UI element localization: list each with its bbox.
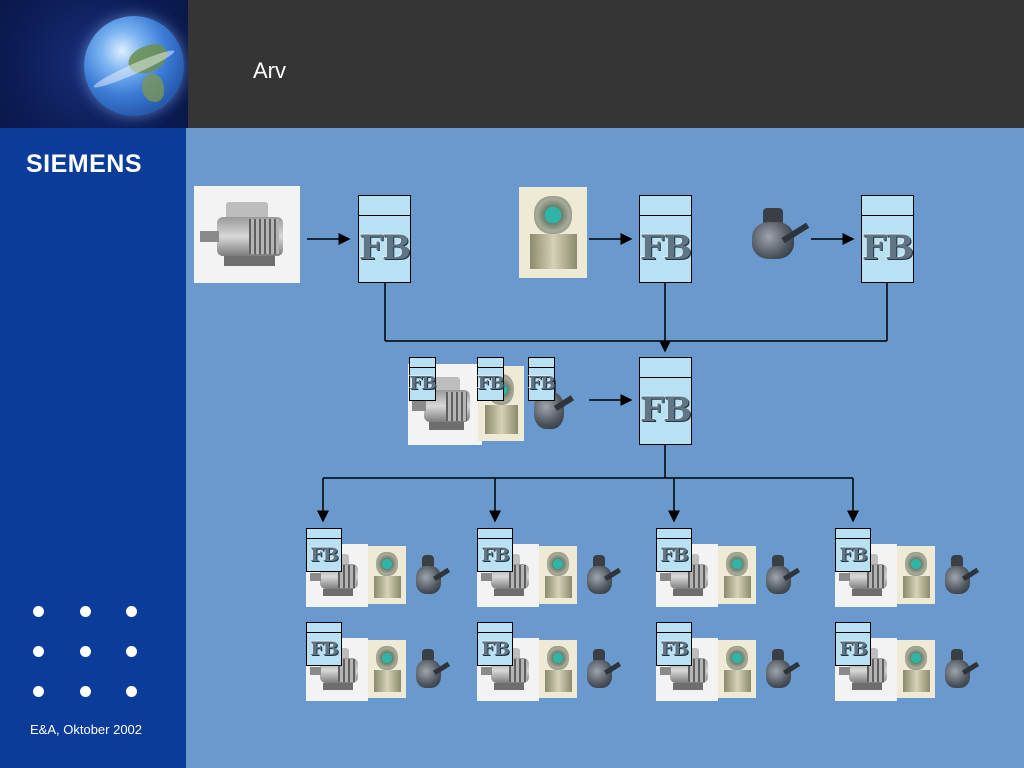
header-bar [188, 0, 1024, 128]
globe-icon [84, 16, 184, 116]
function-block: FB [306, 622, 342, 666]
function-block-label: FB [409, 373, 437, 395]
function-block-label: FB [310, 637, 339, 660]
function-block: FB [639, 357, 692, 445]
dot-icon [126, 606, 137, 617]
transmitter-photo [897, 546, 935, 604]
transmitter-photo [539, 546, 577, 604]
valve-actuator-photo [761, 645, 801, 697]
function-block-label: FB [481, 543, 510, 566]
motor-photo [194, 186, 300, 283]
valve-actuator-photo [582, 645, 622, 697]
function-block: FB [358, 195, 411, 283]
function-block-label: FB [477, 373, 505, 395]
valve-actuator-photo [411, 551, 451, 603]
valve-actuator-photo [411, 645, 451, 697]
siemens-logo: SIEMENS [26, 150, 143, 178]
function-block: FB [656, 622, 692, 666]
function-block: FB [835, 622, 871, 666]
valve-actuator-photo [744, 202, 812, 272]
dot-icon [33, 646, 44, 657]
transmitter-photo [897, 640, 935, 698]
dot-icon [80, 646, 91, 657]
function-block: FB [477, 357, 505, 401]
transmitter-photo [718, 640, 756, 698]
function-block-label: FB [660, 637, 689, 660]
function-block: FB [477, 622, 513, 666]
transmitter-photo [368, 640, 406, 698]
dot-icon [80, 686, 91, 697]
transmitter-photo [519, 187, 587, 278]
transmitter-photo [539, 640, 577, 698]
function-block: FB [656, 528, 692, 572]
dot-icon [33, 686, 44, 697]
dot-icon [80, 606, 91, 617]
footer-text: E&A, Oktober 2002 [30, 722, 143, 737]
function-block-label: FB [640, 390, 692, 431]
valve-actuator-photo [761, 551, 801, 603]
function-block-label: FB [839, 637, 868, 660]
valve-actuator-photo [582, 551, 622, 603]
function-block: FB [306, 528, 342, 572]
function-block-label: FB [359, 228, 411, 269]
function-block-label: FB [839, 543, 868, 566]
function-block-label: FB [660, 543, 689, 566]
function-block: FB [861, 195, 914, 283]
function-block: FB [409, 357, 437, 401]
sidebar [0, 0, 186, 768]
function-block: FB [528, 357, 556, 401]
function-block: FB [639, 195, 692, 283]
function-block-label: FB [528, 373, 556, 395]
dot-icon [126, 686, 137, 697]
function-block-label: FB [640, 228, 692, 269]
function-block: FB [477, 528, 513, 572]
function-block: FB [835, 528, 871, 572]
valve-actuator-photo [940, 551, 980, 603]
transmitter-photo [718, 546, 756, 604]
slide-title: Arv [253, 58, 286, 83]
transmitter-photo [368, 546, 406, 604]
dot-icon [33, 606, 44, 617]
function-block-label: FB [310, 543, 339, 566]
function-block-label: FB [481, 637, 510, 660]
valve-actuator-photo [940, 645, 980, 697]
function-block-label: FB [862, 228, 914, 269]
globe-panel [0, 0, 188, 128]
dot-icon [126, 646, 137, 657]
